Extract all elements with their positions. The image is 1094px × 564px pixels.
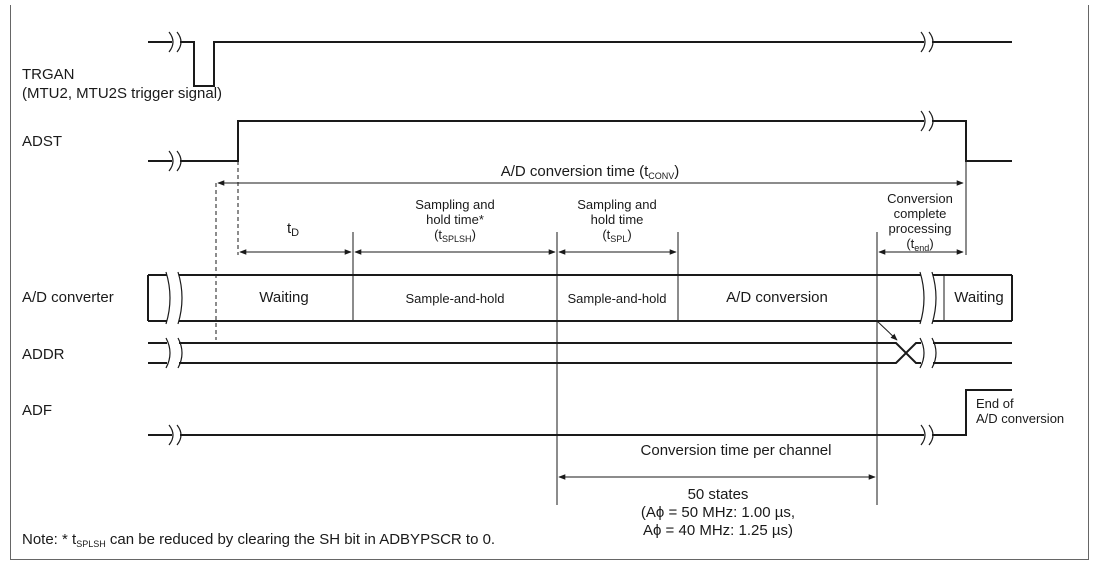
td-label: tD xyxy=(286,220,300,239)
conv-time-arrow xyxy=(217,161,967,255)
tend-label: Conversion complete processing (tend) xyxy=(887,191,953,253)
dashed-markers xyxy=(215,161,239,340)
ad-converter-bus xyxy=(147,271,1013,341)
adf-waveform xyxy=(148,389,1012,446)
splsh-label: Sampling and hold time* (tSPLSH) xyxy=(415,197,495,244)
states-info: 50 states (Aϕ = 50 MHz: 1.00 µs, Aϕ = 40… xyxy=(640,486,796,539)
segment-arrows xyxy=(239,232,964,505)
spl-label: Sampling and hold time (tSPL) xyxy=(577,197,657,244)
adst-label: ADST xyxy=(22,133,63,150)
ad-converter-label: A/D converter xyxy=(22,289,114,306)
addr-bus xyxy=(148,337,1012,369)
conv-time-label: A/D conversion time (tCONV) xyxy=(500,163,680,181)
per-channel-label: Conversion time per channel xyxy=(640,442,832,459)
trgan-waveform xyxy=(148,31,1012,87)
trgan-label: TRGAN xyxy=(22,66,75,83)
adf-label: ADF xyxy=(22,402,52,419)
addr-label: ADDR xyxy=(22,346,65,363)
footnote: Note: * tSPLSH can be reduced by clearin… xyxy=(22,531,496,549)
trgan-desc: (MTU2, MTU2S trigger signal) xyxy=(22,85,223,102)
adst-waveform xyxy=(148,110,1012,172)
state-sample-hold-1: Sample-and-hold xyxy=(405,291,505,306)
state-sample-hold-2: Sample-and-hold xyxy=(567,291,667,306)
state-waiting-2: Waiting xyxy=(954,289,1004,306)
state-waiting-1: Waiting xyxy=(259,289,309,306)
diagram-frame xyxy=(10,5,1089,560)
state-ad-conversion: A/D conversion xyxy=(726,289,828,306)
adf-end-label: End of A/D conversion xyxy=(976,396,1065,426)
